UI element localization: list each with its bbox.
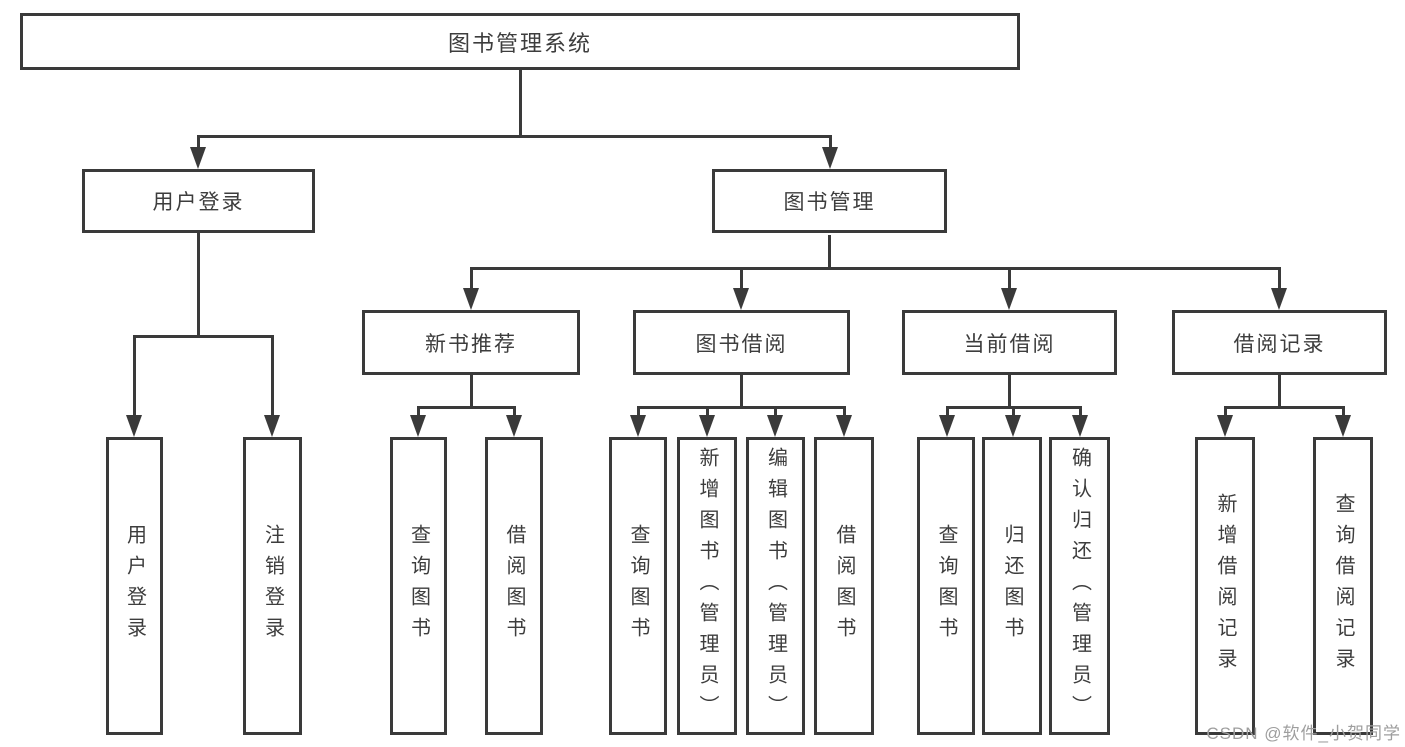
connector-line bbox=[828, 136, 832, 157]
node-label: 图书管理 bbox=[783, 191, 876, 214]
arrow-down-icon bbox=[1217, 415, 1233, 437]
connector-line bbox=[469, 266, 1281, 270]
node-label: 新增图书（管理员） bbox=[696, 446, 718, 726]
node-label: 用户登录 bbox=[123, 524, 146, 648]
node-leaf-bb-edit: 编辑图书（管理员） bbox=[746, 437, 805, 735]
node-leaf-rec-borrow: 借阅图书 bbox=[485, 437, 543, 735]
connector-line bbox=[196, 136, 200, 157]
node-label: 当前借阅 bbox=[963, 332, 1056, 356]
connector-line bbox=[1277, 375, 1281, 407]
node-leaf-user-login: 用户登录 bbox=[106, 437, 163, 735]
node-book-mgmt: 图书管理 bbox=[712, 169, 947, 233]
node-leaf-br-add: 新增借阅记录 bbox=[1195, 437, 1255, 735]
arrow-down-icon bbox=[1072, 415, 1088, 437]
arrow-down-icon bbox=[939, 415, 955, 437]
node-label: 查询图书 bbox=[627, 524, 649, 648]
node-label: 借阅记录 bbox=[1233, 332, 1326, 356]
arrow-down-icon bbox=[126, 415, 142, 437]
node-label: 借阅图书 bbox=[503, 524, 525, 648]
node-leaf-cb-confirm: 确认归还（管理员） bbox=[1049, 437, 1110, 735]
arrow-down-icon bbox=[1335, 415, 1351, 437]
node-label: 查询图书 bbox=[935, 524, 957, 648]
connector-line bbox=[1277, 268, 1281, 298]
arrow-down-icon bbox=[822, 147, 838, 169]
node-new-book-rec: 新书推荐 bbox=[362, 310, 580, 375]
node-leaf-logout: 注销登录 bbox=[243, 437, 302, 735]
node-label: 图书借阅 bbox=[695, 332, 788, 356]
connector-line bbox=[827, 235, 831, 268]
node-leaf-bb-borrow: 借阅图书 bbox=[814, 437, 874, 735]
arrow-down-icon bbox=[190, 147, 206, 169]
node-leaf-br-query: 查询借阅记录 bbox=[1313, 437, 1373, 735]
arrow-down-icon bbox=[733, 288, 749, 310]
arrow-down-icon bbox=[767, 415, 783, 437]
node-label: 归还图书 bbox=[1001, 524, 1023, 648]
arrow-down-icon bbox=[836, 415, 852, 437]
node-leaf-bb-query: 查询图书 bbox=[609, 437, 667, 735]
csdn-watermark: CSDN @软件_小贺同学 bbox=[1206, 724, 1401, 743]
node-label: 借阅图书 bbox=[833, 524, 855, 648]
connector-line bbox=[132, 336, 136, 425]
connector-line bbox=[518, 70, 522, 136]
node-book-borrow: 图书借阅 bbox=[633, 310, 850, 375]
connector-line bbox=[416, 405, 516, 409]
connector-line bbox=[469, 375, 473, 407]
arrow-down-icon bbox=[264, 415, 280, 437]
connector-line bbox=[196, 233, 200, 336]
node-label: 查询借阅记录 bbox=[1332, 493, 1354, 679]
node-label: 编辑图书（管理员） bbox=[764, 446, 787, 726]
node-leaf-cb-query: 查询图书 bbox=[917, 437, 975, 735]
connector-line bbox=[270, 336, 274, 425]
connector-line bbox=[196, 134, 832, 138]
node-leaf-rec-query: 查询图书 bbox=[390, 437, 447, 735]
node-label: 注销登录 bbox=[261, 524, 284, 648]
connector-line bbox=[1223, 405, 1345, 409]
node-user-login: 用户登录 bbox=[82, 169, 315, 233]
arrow-down-icon bbox=[1271, 288, 1287, 310]
arrow-down-icon bbox=[630, 415, 646, 437]
node-current-borrow: 当前借阅 bbox=[902, 310, 1117, 375]
node-leaf-bb-add: 新增图书（管理员） bbox=[677, 437, 737, 735]
arrow-down-icon bbox=[506, 415, 522, 437]
arrow-down-icon bbox=[1001, 288, 1017, 310]
node-borrow-record: 借阅记录 bbox=[1172, 310, 1387, 375]
node-label: 查询图书 bbox=[407, 524, 430, 648]
node-label: 图书管理系统 bbox=[447, 30, 592, 56]
arrow-down-icon bbox=[463, 288, 479, 310]
node-label: 用户登录 bbox=[152, 191, 245, 214]
arrow-down-icon bbox=[699, 415, 715, 437]
node-label: 确认归还（管理员） bbox=[1068, 446, 1091, 726]
node-label: 新书推荐 bbox=[425, 332, 517, 356]
connector-line bbox=[1007, 375, 1011, 407]
connector-line bbox=[132, 334, 274, 338]
connector-line bbox=[1007, 268, 1011, 298]
connector-line bbox=[739, 268, 743, 298]
connector-line bbox=[739, 375, 743, 407]
arrow-down-icon bbox=[1005, 415, 1021, 437]
arrow-down-icon bbox=[410, 415, 426, 437]
connector-line bbox=[636, 405, 846, 409]
connector-line bbox=[469, 268, 473, 298]
node-leaf-cb-return: 归还图书 bbox=[982, 437, 1042, 735]
node-label: 新增借阅记录 bbox=[1214, 493, 1236, 679]
node-root: 图书管理系统 bbox=[20, 13, 1020, 70]
